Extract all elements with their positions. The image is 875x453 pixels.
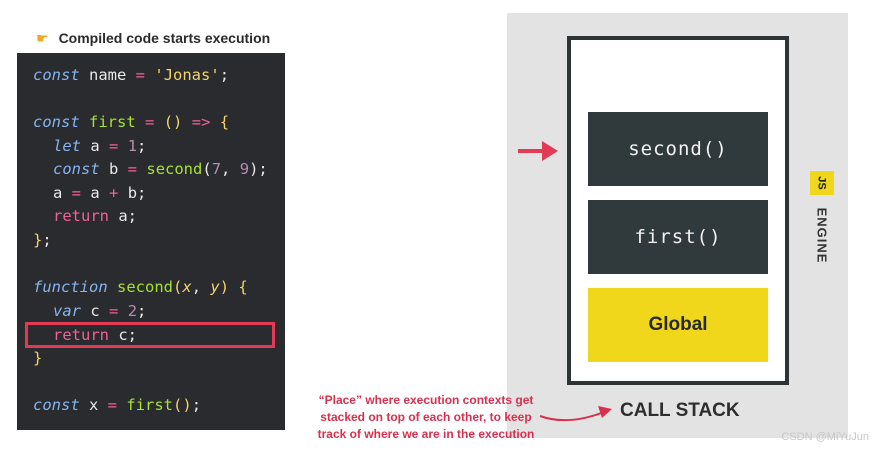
stack-item-global: Global (588, 288, 768, 362)
code-line-7: }; (33, 231, 52, 249)
hand-pointing-icon: ☛ (36, 30, 49, 46)
curved-arrow-icon (539, 406, 612, 422)
code-line-6: return a; (53, 207, 137, 225)
code-line-3: let a = 1; (53, 137, 147, 155)
watermark: CSDN @MiYuJun (781, 431, 869, 443)
code-line-1: const name = 'Jonas'; (33, 66, 230, 84)
section-header: ☛ Compiled code starts execution (36, 28, 270, 48)
code-line-5: a = a + b; (53, 184, 147, 202)
current-line-highlight (25, 322, 275, 348)
code-line-4: const b = second(7, 9); (53, 160, 268, 178)
call-stack-label: CALL STACK (620, 400, 740, 421)
code-line-8: function second(x, y) { (33, 278, 248, 296)
code-line-11: } (33, 349, 43, 367)
engine-label: ENGINE (814, 207, 830, 264)
code-line-10: return c; (53, 326, 137, 344)
code-line-9: var c = 2; (53, 302, 147, 320)
call-stack-note: “Place” where execution contexts get sta… (317, 393, 535, 441)
code-panel: const name = 'Jonas'; const first = () =… (17, 53, 285, 430)
code-line-12: const x = first(); (33, 396, 202, 414)
stack-item-second: second() (588, 112, 768, 186)
stack-item-first: first() (588, 200, 768, 274)
js-badge: JS (810, 171, 834, 195)
pointer-arrow-icon (518, 141, 558, 161)
section-title: Compiled code starts execution (58, 30, 271, 46)
code-line-2: const first = () => { (33, 113, 230, 131)
